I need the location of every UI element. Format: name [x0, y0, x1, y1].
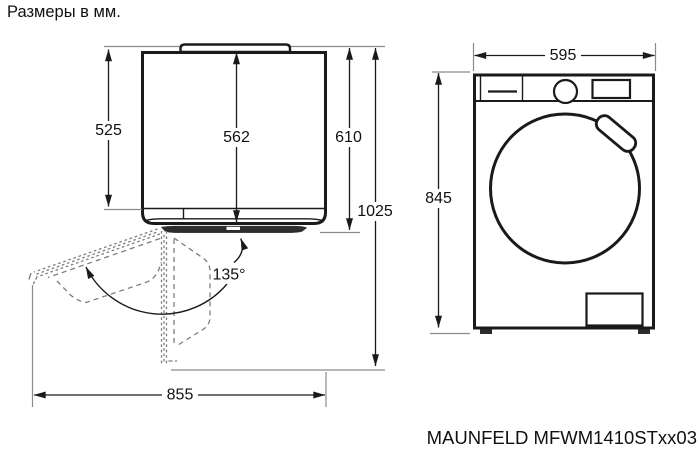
dim-595-label-bg [545, 46, 581, 65]
page-title: Размеры в мм. [7, 3, 121, 21]
angle-label-bg [211, 265, 248, 284]
dim-845: 845 [421, 72, 456, 328]
dim-845-label: 845 [425, 190, 452, 207]
display-panel [591, 78, 632, 100]
door-swing: 135° [28, 228, 249, 364]
dim-610: 610 [320, 47, 367, 234]
dim-525: 525 [91, 49, 142, 211]
angle-leader-arrow [233, 238, 249, 264]
dim-855-label-bg [162, 386, 198, 404]
dim-855: 855 [31, 285, 327, 407]
dim-595: 595 [474, 46, 655, 65]
door-open-135-panel [56, 261, 162, 304]
drum-door [489, 112, 641, 265]
door-bar-notch [226, 226, 240, 230]
program-knob [552, 78, 579, 105]
dim-525-label: 525 [95, 122, 122, 139]
swing-arc [85, 266, 228, 315]
door-open-135-edge [28, 228, 161, 285]
dim-855-label: 855 [167, 387, 194, 404]
dim-1025: 1025 [171, 47, 398, 371]
lid-handle [179, 43, 292, 54]
dim-845-label-bg [421, 189, 456, 208]
door-open-90-panel [173, 237, 211, 346]
door-handle [594, 114, 638, 153]
front-view: 595 845 [421, 43, 657, 335]
top-view: 135° 525 562 610 1025 [28, 43, 398, 407]
door-open-135-panel-edge [47, 237, 161, 279]
dim-595-label: 595 [550, 47, 577, 64]
dim-562-label: 562 [223, 129, 250, 146]
dim-562-label-bg [219, 128, 254, 147]
angle-label: 135° [212, 267, 245, 284]
model-label: MAUNFELD MFWM1410STxx03 [427, 427, 697, 448]
dim-562: 562 [219, 52, 254, 223]
right-foot [638, 329, 650, 334]
dim-610-label: 610 [335, 129, 362, 146]
filter-panel [585, 292, 644, 327]
left-foot [480, 329, 492, 334]
dim-525-label-bg [91, 121, 126, 140]
door-open-90-edge [160, 231, 177, 364]
dim-1025-label-bg [353, 202, 398, 221]
dim-1025-label: 1025 [357, 203, 393, 220]
dim-610-label-bg [331, 128, 367, 147]
